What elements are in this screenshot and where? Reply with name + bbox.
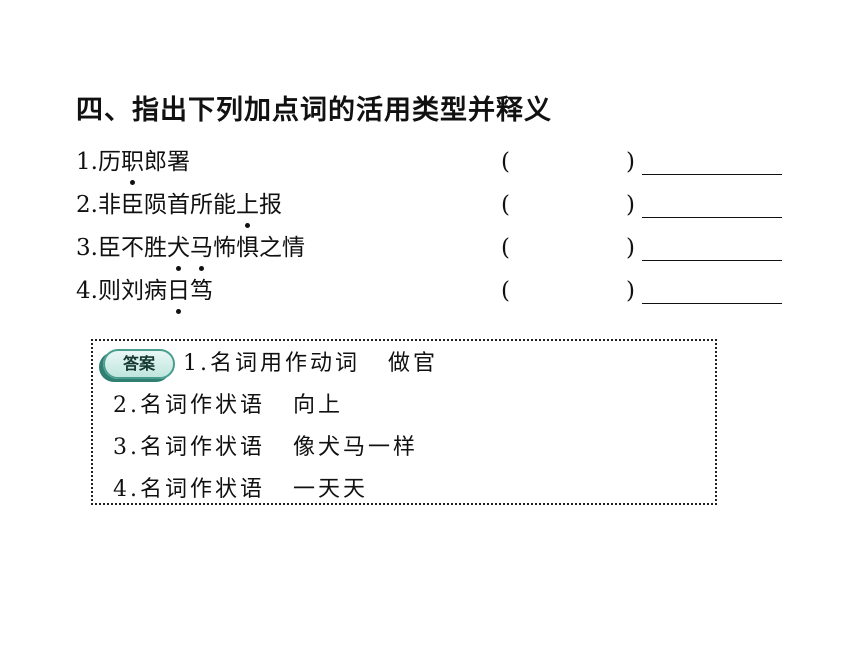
answer-type: 名词作状语 [140,393,266,418]
answer-meaning: 一天天 [293,477,369,502]
question-number: 2. [76,192,98,218]
dotted-word: 职 [121,146,144,185]
section-heading: 四、指出下列加点词的活用类型并释义 [76,95,552,126]
dotted-word: 马 [190,232,213,271]
question-number: 1. [76,149,98,175]
answer-number: 3. [113,435,140,460]
answer-line-2: 2.名词作状语 向上 [113,391,343,421]
question-post: 怖惧之情 [212,235,305,261]
question-4: 4.则刘病日笃 ( ) [76,275,786,314]
answer-type: 名词作状语 [140,477,266,502]
question-text: 2.非臣陨首所能上报 [76,189,282,228]
answer-number: 2. [113,393,140,418]
answer-line-4: 4.名词作状语 一天天 [113,475,368,505]
answer-line-1: 1.名词用作动词 做官 [183,349,438,379]
paren-open: ( [501,149,510,175]
answer-blank[interactable] [642,217,782,218]
question-post: 报 [258,192,282,218]
answer-meaning: 做官 [388,351,439,376]
question-3: 3.臣不胜犬马怖惧之情 ( ) [76,232,786,271]
question-post: 郎署 [143,149,190,175]
question-2: 2.非臣陨首所能上报 ( ) [76,189,786,228]
question-pre: 则刘病 [97,278,167,304]
answer-meaning: 像犬马一样 [293,435,419,460]
answer-box: 答案 1.名词用作动词做官 2.名词作状语向上 3.名词作状语像犬马一样 4.名… [91,339,717,505]
paren-open: ( [501,192,510,218]
dotted-word: 上 [236,189,259,228]
paren-open: ( [501,278,510,304]
paren-open: ( [501,235,510,261]
answer-number: 4. [113,477,140,502]
dotted-word: 犬 [167,232,190,271]
dotted-word: 日 [167,275,190,314]
answer-type: 名词作状语 [140,435,266,460]
paren-close: ) [626,278,635,304]
answer-blank[interactable] [642,260,782,261]
question-text: 4.则刘病日笃 [76,275,213,314]
question-number: 4. [76,278,98,304]
answer-type: 名词用作动词 [210,351,361,376]
answer-blank[interactable] [642,303,782,304]
paren-close: ) [626,235,635,261]
paren-close: ) [626,149,635,175]
question-pre: 历 [97,149,121,175]
answer-line-3: 3.名词作状语 像犬马一样 [113,433,418,463]
paren-close: ) [626,192,635,218]
question-1: 1.历职郎署 ( ) [76,146,786,185]
answer-blank[interactable] [642,174,782,175]
answer-meaning: 向上 [293,393,344,418]
question-pre: 非臣陨首所能 [97,192,236,218]
question-pre: 臣不胜 [97,235,167,261]
answer-number: 1. [183,351,210,376]
question-text: 3.臣不胜犬马怖惧之情 [76,232,305,271]
answer-badge[interactable]: 答案 [103,349,175,379]
question-text: 1.历职郎署 [76,146,190,185]
question-number: 3. [76,235,98,261]
question-post: 笃 [189,278,213,304]
